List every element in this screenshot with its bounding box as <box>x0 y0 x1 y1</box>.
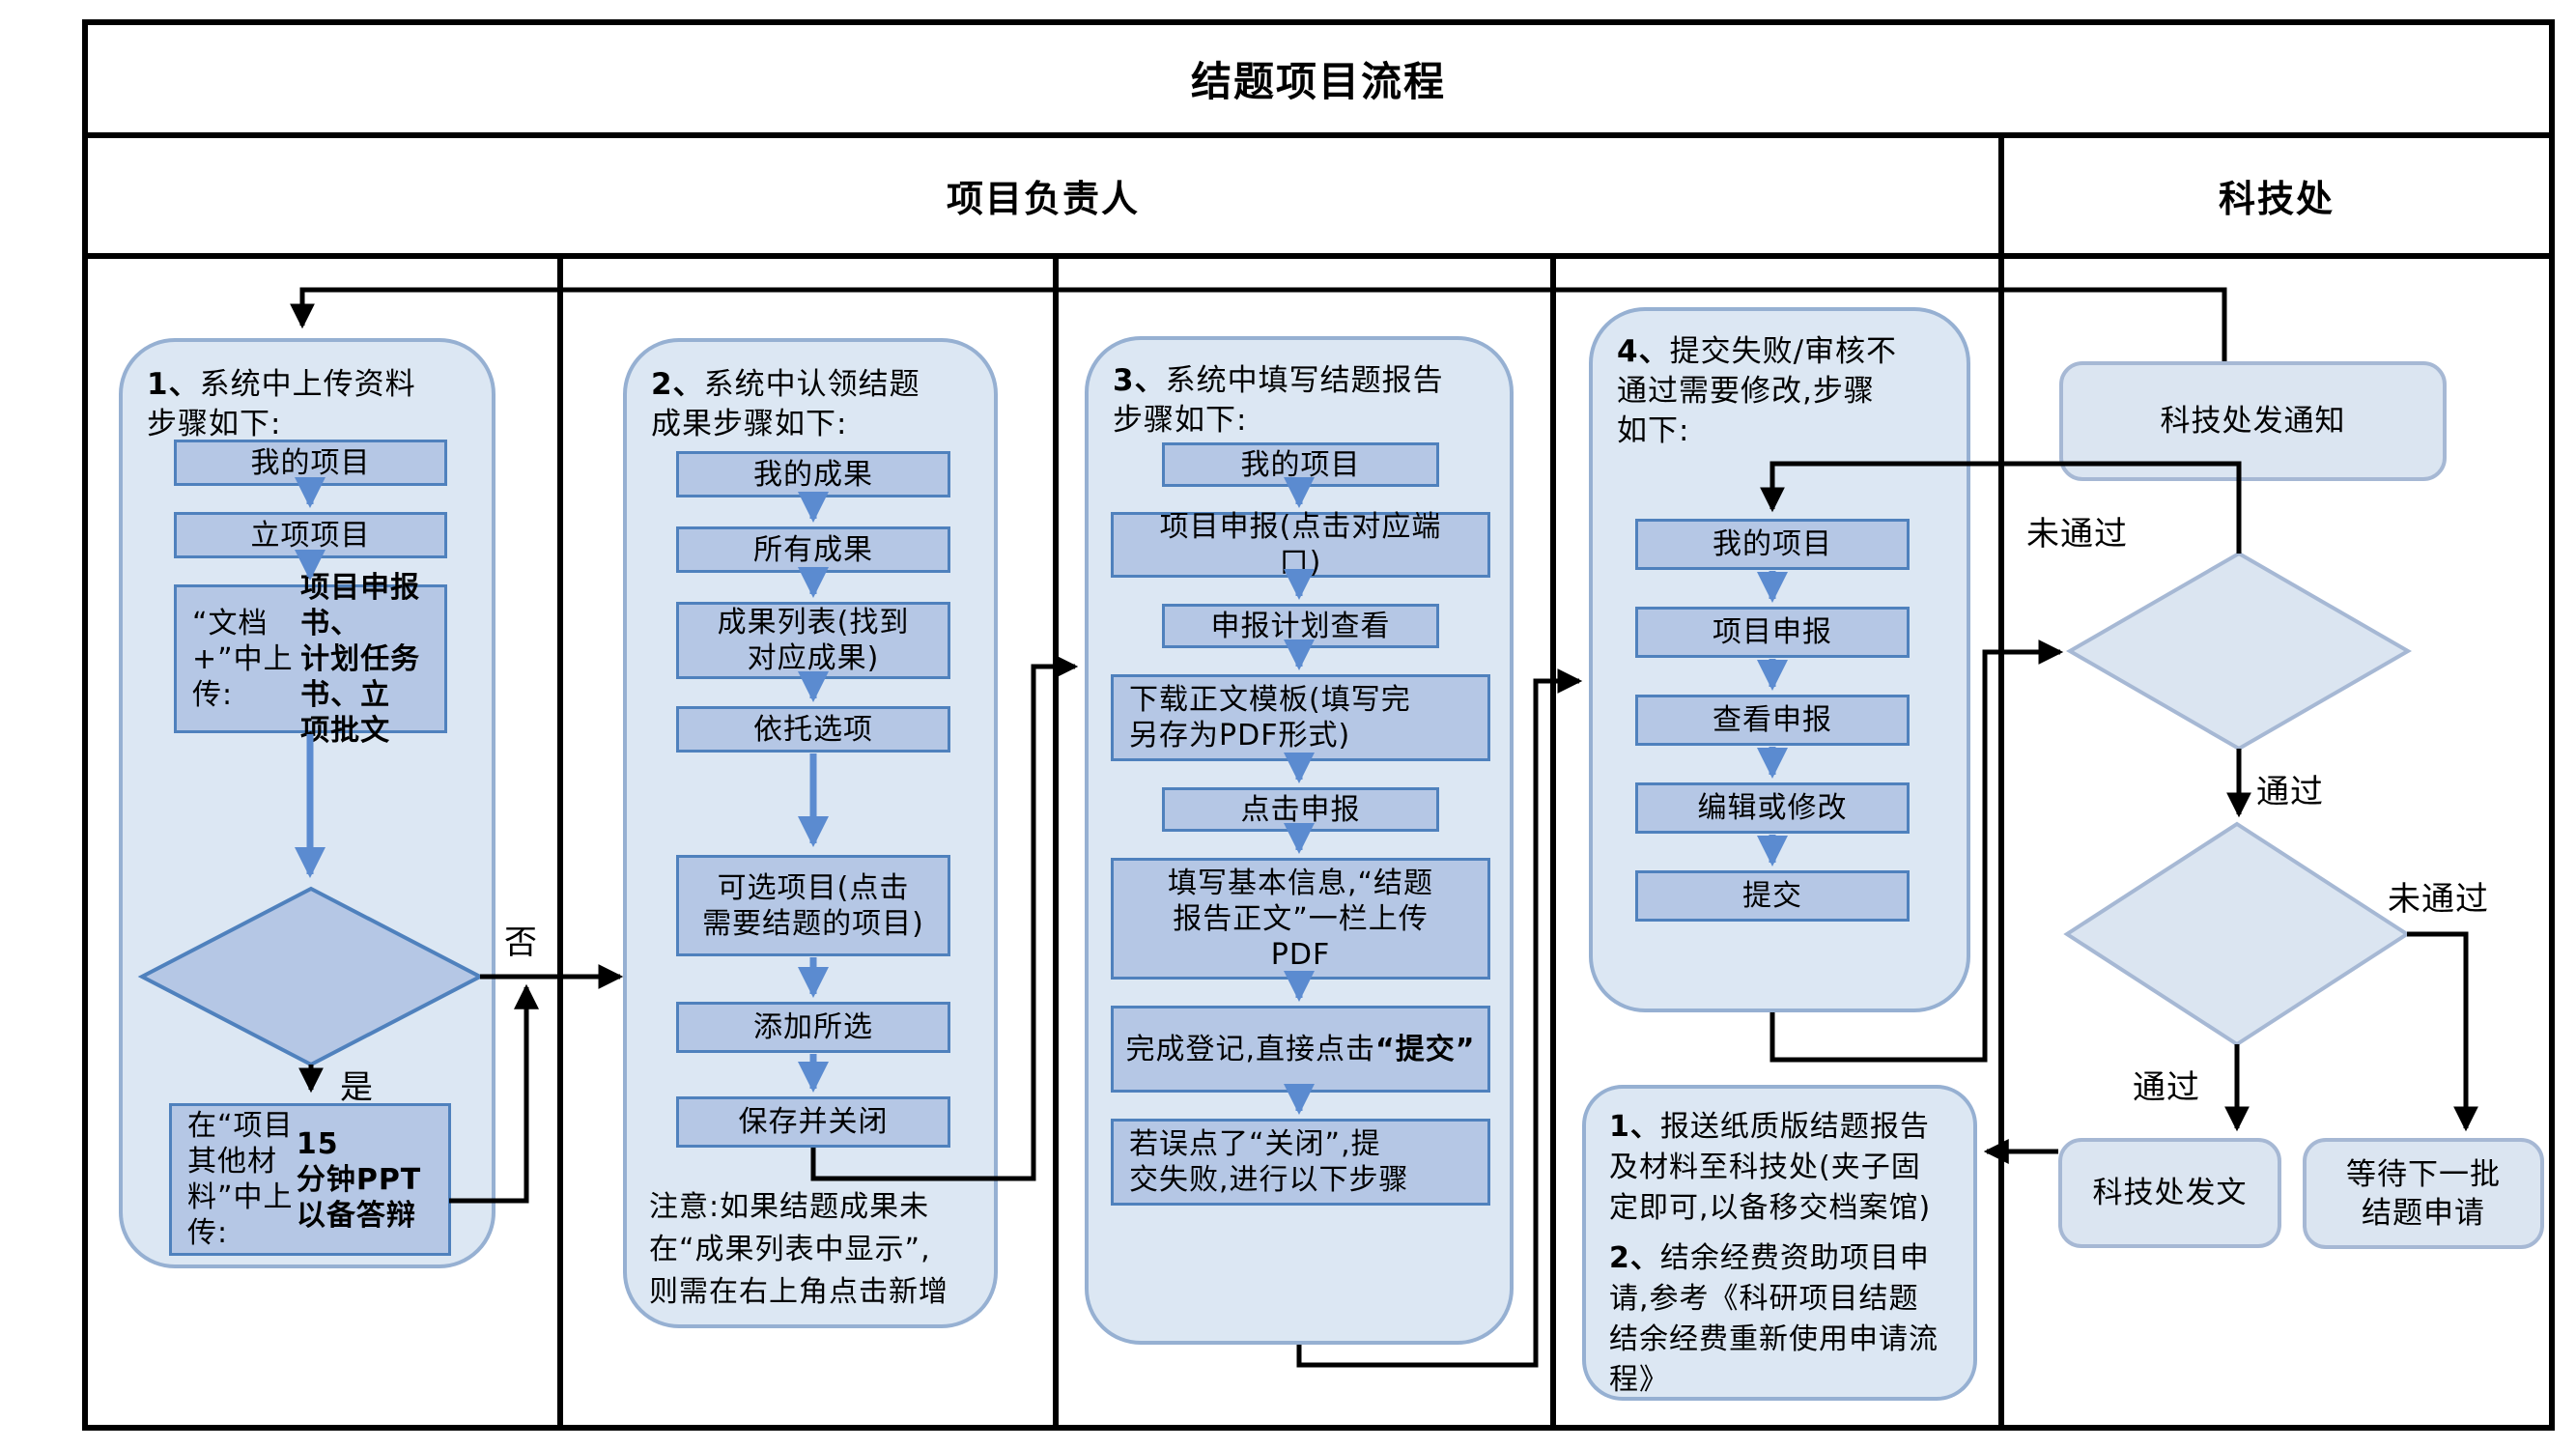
col3-step-download-template: 下载正文模板(填写完 另存为PDF形式) <box>1111 674 1490 761</box>
col2-step-rely-option: 依托选项 <box>676 706 950 753</box>
heading-col2: 2、系统中认领结题 成果步骤如下: <box>651 367 920 441</box>
col2-step-save-close: 保存并关闭 <box>676 1096 950 1148</box>
dept-decision-expert-review-label: 组织专家 评审 <box>2175 897 2299 971</box>
edge-label-pass-2: 通过 <box>2133 1068 2200 1107</box>
heading-col1: 1、系统中上传资料 步骤如下: <box>147 367 416 441</box>
lane-owner-label: 项目负责人 <box>946 178 1140 220</box>
col4-step-submit: 提交 <box>1635 870 1910 922</box>
col2-step-my-results: 我的成果 <box>676 451 950 497</box>
edge-label-fail-1: 未通过 <box>2026 515 2128 554</box>
col3-step-plan-view: 申报计划查看 <box>1162 604 1439 648</box>
col4-step-view-declare: 查看申报 <box>1635 695 1910 746</box>
edge-label-yes: 是 <box>340 1068 374 1107</box>
col2-step-all-results: 所有成果 <box>676 526 950 573</box>
col1-step-upload-ppt: 在“项目其他材 料”中上传:15 分钟PPT以备答辩 <box>169 1103 451 1256</box>
col1-step-upload-docs: “文档+”中上 传:项目申报书、 计划任务书、立 项批文 <box>174 571 447 748</box>
dept-node-wait-next-batch: 等待下一批 结题申请 <box>2303 1138 2544 1249</box>
lane-header-dept: 科技处 <box>2001 135 2552 256</box>
dept-node-notify: 科技处发通知 <box>2059 361 2447 481</box>
col2-note: 注意:如果结题成果未 在“成果列表中显示”, 则需在右上角点击新增 <box>649 1190 948 1309</box>
col3-step-fill-info: 填写基本信息,“结题 报告正文”一栏上传 PDF <box>1111 858 1490 980</box>
col1-step-approved-projects: 立项项目 <box>174 512 447 558</box>
edge-label-no: 否 <box>504 923 538 962</box>
col4-step-edit-modify: 编辑或修改 <box>1635 782 1910 834</box>
col4-step-my-projects: 我的项目 <box>1635 519 1910 570</box>
title-cell: 结题项目流程 <box>85 22 2552 135</box>
col4-step-project-declare: 项目申报 <box>1635 607 1910 658</box>
col1-decision-major-project-label: 重大项目 <box>249 959 373 994</box>
col1-step-my-projects: 我的项目 <box>174 440 447 486</box>
heading-col3: 3、系统中填写结题报告 步骤如下: <box>1113 363 1444 438</box>
col3-step-finish-submit: 完成登记,直接点击 “提交” <box>1111 1006 1490 1093</box>
edge-label-pass-1: 通过 <box>2256 773 2324 811</box>
col3-step-project-declare: 项目申报(点击对应端 口) <box>1111 510 1490 580</box>
col3-step-wrong-close: 若误点了“关闭”,提 交失败,进行以下步骤 <box>1111 1119 1490 1206</box>
col3-step-click-declare: 点击申报 <box>1162 787 1439 832</box>
blue-step-arrows <box>294 476 1789 1116</box>
col2-step-add-selected: 添加所选 <box>676 1002 950 1053</box>
lane-header-owner: 项目负责人 <box>85 135 2001 256</box>
heading-col4: 4、提交失败/审核不 通过需要修改,步骤 如下: <box>1617 334 1898 448</box>
note-paragraph-2: 2、结余经费资助项目申 请,参考《科研项目结题 结余经费重新使用申请流 程》 <box>1609 1241 1939 1397</box>
col2-step-result-list: 成果列表(找到 对应成果) <box>676 602 950 679</box>
dept-decision-system-review-label: 系统审核 <box>2177 634 2301 668</box>
col2-step-optional-projects: 可选项目(点击 需要结题的项目) <box>676 855 950 956</box>
lane-dept-label: 科技处 <box>2218 178 2335 220</box>
note-paragraph-1: 1、报送纸质版结题报告 及材料至科技处(夹子固 定即可,以备移交档案馆) <box>1609 1110 1932 1225</box>
page-title: 结题项目流程 <box>1190 58 1446 105</box>
connector-fail-to-wait <box>2407 931 2478 1132</box>
col3-step-my-projects: 我的项目 <box>1162 442 1439 487</box>
dept-node-issue-document: 科技处发文 <box>2058 1138 2281 1248</box>
edge-label-fail-2: 未通过 <box>2388 880 2489 919</box>
